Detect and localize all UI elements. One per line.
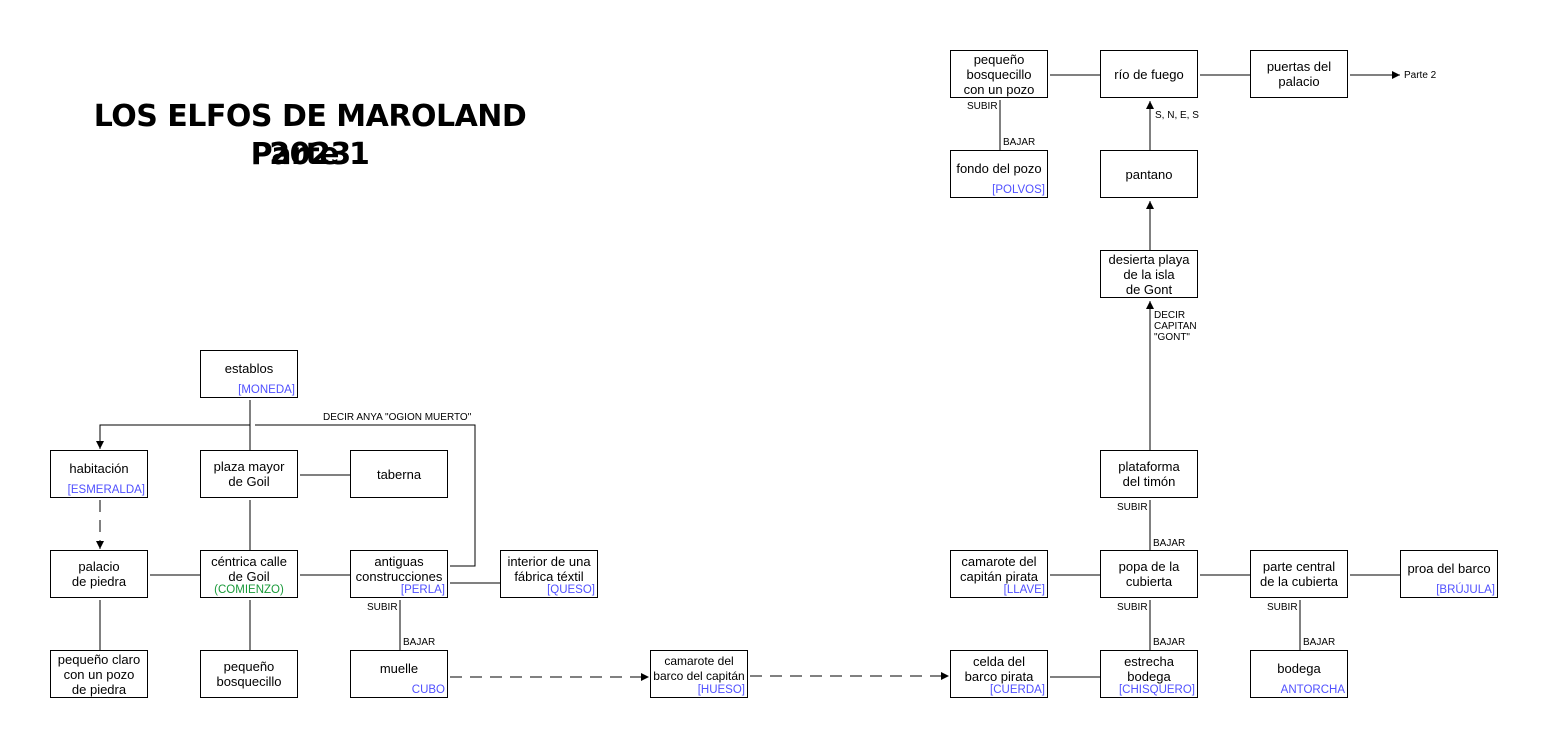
room-camarote-capitan-pirata: camarote del capitán pirata [LLAVE] — [950, 550, 1048, 598]
room-label: camarote del barco del capitán — [653, 653, 745, 683]
edge-label-bajar: BAJAR — [1303, 637, 1336, 648]
room-centrica-calle: céntrica calle de Goil (COMIENZO) — [200, 550, 298, 598]
edge-label-decir-anya: DECIR ANYA "OGION MUERTO" — [323, 412, 472, 423]
edge-label-subir: SUBIR — [967, 101, 998, 112]
room-item: [BRÚJULA] — [1436, 584, 1495, 596]
room-label: palacio de piedra — [71, 559, 127, 589]
room-item: [PERLA] — [400, 584, 445, 596]
room-label: parte central de la cubierta — [1259, 559, 1339, 589]
room-item: [CUERDA] — [990, 684, 1045, 696]
edge-label-bajar: BAJAR — [403, 637, 436, 648]
room-label: bodega — [1277, 661, 1321, 676]
room-fabrica-textil: interior de una fábrica téxtil [QUESO] — [500, 550, 598, 598]
room-label: plataforma del timón — [1118, 459, 1180, 489]
page-title: LOS ELFOS DE MAROLAND 2023 — [93, 99, 527, 172]
room-label: puertas del palacio — [1266, 59, 1332, 89]
room-label: pantano — [1125, 166, 1173, 182]
edge-label-subir: SUBIR — [1117, 502, 1148, 513]
room-taberna: taberna — [350, 450, 448, 498]
room-label: interior de una fábrica téxtil — [507, 553, 591, 584]
start-marker: (COMIENZO) — [214, 584, 284, 596]
room-item: [QUESO] — [547, 584, 595, 596]
room-plaza-mayor: plaza mayor de Goil — [200, 450, 298, 498]
room-label: taberna — [376, 466, 422, 482]
room-label: plaza mayor de Goil — [213, 459, 285, 489]
room-label: proa del barco — [1407, 561, 1491, 576]
room-item: [ESMERALDA] — [67, 484, 145, 496]
room-label: pequeño claro con un pozo de piedra — [57, 651, 141, 697]
room-bodega: bodega ANTORCHA — [1250, 650, 1348, 698]
room-label: celda del barco pirata — [964, 653, 1034, 684]
room-antiguas-construcciones: antiguas construcciones [PERLA] — [350, 550, 448, 598]
room-label: céntrica calle de Goil — [211, 553, 287, 584]
room-label: pequeño bosquecillo — [216, 659, 282, 689]
room-desierta-playa: desierta playa de la isla de Gont — [1100, 250, 1198, 298]
room-habitacion: habitación [ESMERALDA] — [50, 450, 148, 498]
room-label: popa de la cubierta — [1118, 559, 1180, 589]
room-palacio-piedra: palacio de piedra — [50, 550, 148, 598]
room-proa-barco: proa del barco [BRÚJULA] — [1400, 550, 1498, 598]
room-rio-fuego: río de fuego — [1100, 50, 1198, 98]
edge-label-bajar: BAJAR — [1153, 637, 1186, 648]
room-item: [POLVOS] — [992, 184, 1045, 196]
room-label: habitación — [69, 461, 129, 476]
room-label: pequeño bosquecillo con un pozo — [963, 51, 1035, 97]
room-label: antiguas construcciones — [355, 553, 443, 584]
edge-label-directions: S, N, E, S — [1155, 110, 1199, 121]
room-pantano: pantano — [1100, 150, 1198, 198]
link-establos-habitacion — [96, 424, 250, 449]
room-estrecha-bodega: estrecha bodega [CHISQUERO] — [1100, 650, 1198, 698]
room-puertas-palacio: puertas del palacio — [1250, 50, 1348, 98]
link-parte-2: Parte 2 — [1404, 70, 1437, 81]
edge-label-subir: SUBIR — [1117, 602, 1148, 613]
page-subtitle: Parte 1 — [250, 137, 370, 172]
room-muelle: muelle CUBO — [350, 650, 448, 698]
room-pequeno-claro: pequeño claro con un pozo de piedra — [50, 650, 148, 698]
room-camarote-barco-capitan: camarote del barco del capitán [HUESO] — [650, 650, 748, 698]
room-item: [MONEDA] — [238, 384, 295, 396]
room-establos: establos [MONEDA] — [200, 350, 298, 398]
room-label: camarote del capitán pirata — [959, 553, 1039, 584]
room-item: [LLAVE] — [1003, 584, 1045, 596]
edge-label-bajar: BAJAR — [1003, 137, 1036, 148]
room-label: estrecha bodega — [1124, 653, 1174, 684]
edge-label-bajar: BAJAR — [1153, 538, 1186, 549]
room-label: establos — [224, 361, 274, 376]
edge-label-decir-capitan: DECIR CAPITAN "GONT" — [1154, 310, 1197, 343]
room-plataforma-timon: plataforma del timón — [1100, 450, 1198, 498]
room-celda-barco-pirata: celda del barco pirata [CUERDA] — [950, 650, 1048, 698]
room-label: desierta playa de la isla de Gont — [1108, 251, 1190, 297]
room-item: ANTORCHA — [1280, 684, 1345, 696]
room-label: río de fuego — [1114, 66, 1184, 82]
room-fondo-pozo: fondo del pozo [POLVOS] — [950, 150, 1048, 198]
room-item: CUBO — [411, 684, 445, 696]
room-label: muelle — [379, 661, 419, 676]
room-pequeno-bosquecillo: pequeño bosquecillo — [200, 650, 298, 698]
edge-label-subir: SUBIR — [1267, 602, 1298, 613]
edge-label-subir: SUBIR — [367, 602, 398, 613]
room-bosquecillo-pozo: pequeño bosquecillo con un pozo — [950, 50, 1048, 98]
room-parte-central-cubierta: parte central de la cubierta — [1250, 550, 1348, 598]
room-label: fondo del pozo — [956, 161, 1042, 176]
room-popa-cubierta: popa de la cubierta — [1100, 550, 1198, 598]
room-item: [CHISQUERO] — [1118, 684, 1195, 696]
room-item: [HUESO] — [697, 684, 745, 696]
link-antiguas-plaza-decir — [255, 424, 476, 567]
